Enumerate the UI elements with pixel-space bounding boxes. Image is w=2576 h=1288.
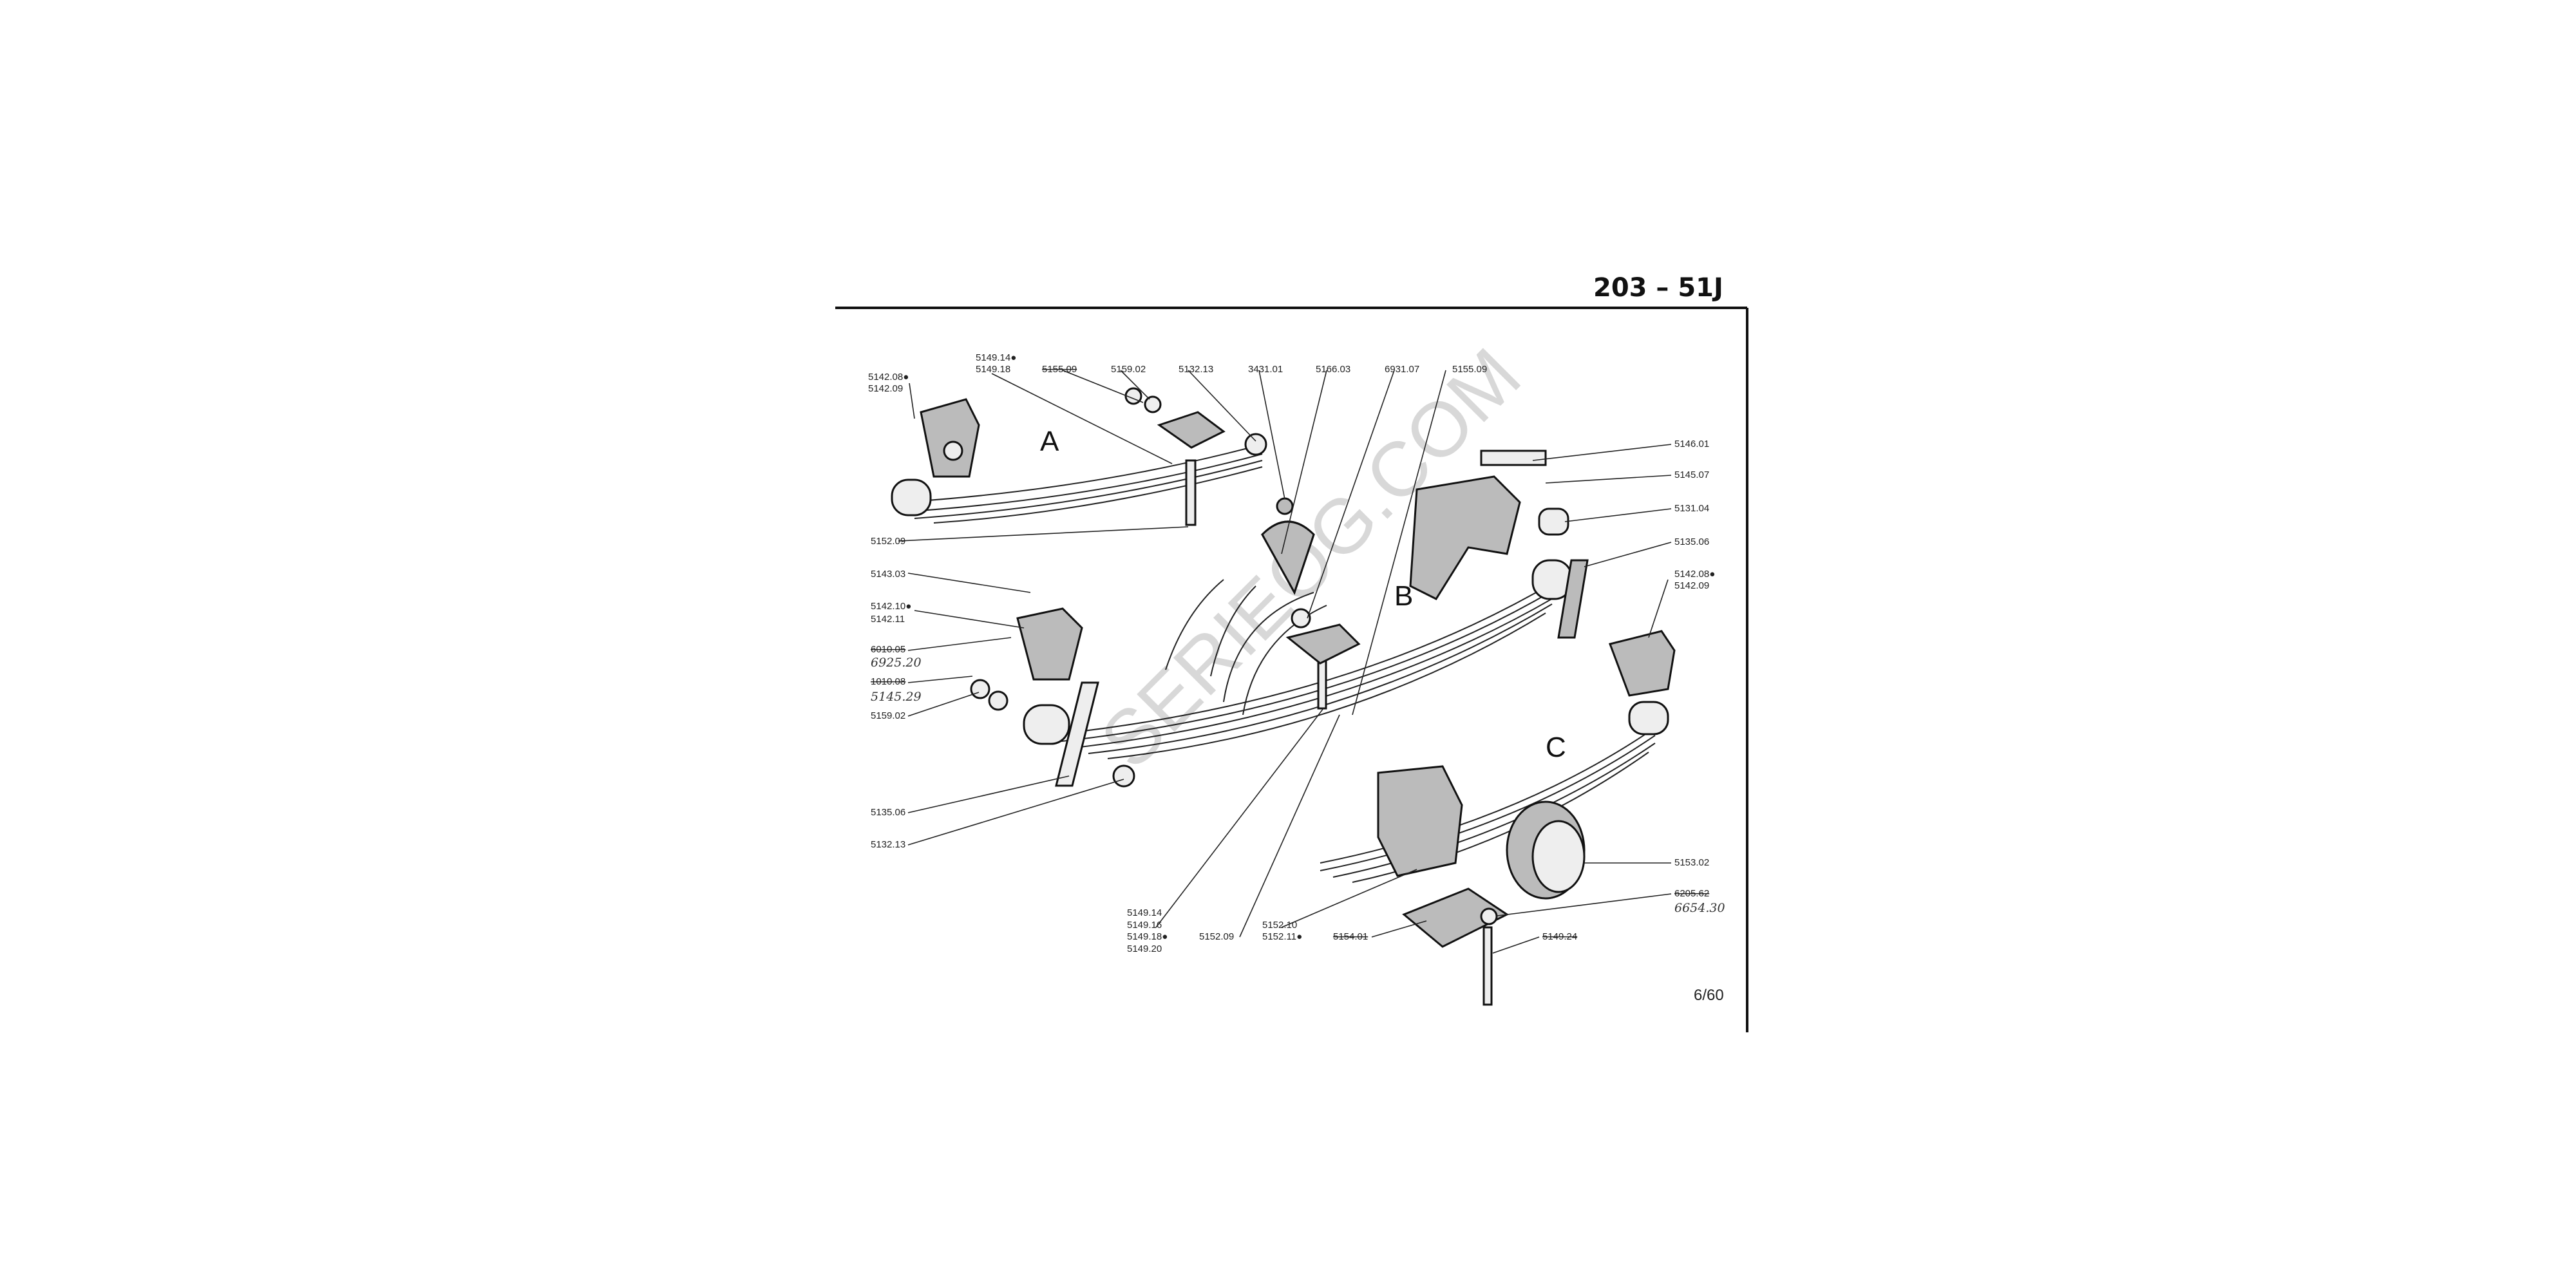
part-label: 5132.13 (871, 839, 905, 850)
part-label: 5166.03 (1316, 364, 1350, 375)
part-label: 5152.09 (1199, 931, 1234, 942)
part-label: 5142.11 (871, 614, 905, 625)
page-title: 203 – 51J (1593, 273, 1723, 303)
leaf-spring-c (1320, 630, 1676, 1006)
part-label-struck: 5155.09 (1042, 364, 1077, 375)
section-label-b: B (1394, 580, 1413, 612)
part-label-struck: 5149.24 (1542, 931, 1577, 942)
part-label: 5142.08● (868, 372, 909, 383)
handwritten-label: 6654.30 (1674, 901, 1725, 915)
leader-lines (898, 370, 1672, 954)
part-label: 5142.10● (871, 601, 911, 612)
handwritten-label: 5145.29 (871, 690, 922, 704)
handwritten-label: 6925.20 (871, 656, 922, 670)
part-label-struck: 5154.01 (1333, 931, 1368, 942)
leaf-spring-b (970, 450, 1589, 788)
labels-left: 5152.09 5143.03 5142.10● 5142.11 6010.05… (871, 536, 922, 850)
section-label-c: C (1546, 732, 1566, 763)
part-label: 5135.06 (871, 807, 905, 818)
part-label: 5135.06 (1674, 536, 1709, 547)
part-label: 5145.07 (1674, 469, 1709, 480)
labels-right: 5146.01 5145.07 5131.04 5135.06 5142.08●… (1674, 439, 1725, 915)
part-label: 5143.03 (871, 569, 905, 580)
part-label: 5152.11● (1262, 931, 1302, 942)
part-label: 5153.02 (1674, 857, 1709, 868)
part-label: 5149.14● (976, 352, 1016, 363)
part-label: 5131.04 (1674, 503, 1709, 514)
labels-top: 5142.08● 5142.09 5149.14● 5149.18 5155.0… (868, 352, 1487, 394)
part-label: 5149.16 (1127, 920, 1162, 931)
part-label: 5152.09 (871, 536, 905, 547)
part-label: 6931.07 (1385, 364, 1419, 375)
part-label: 5149.18 (976, 364, 1010, 375)
part-label: 5149.14 (1127, 907, 1162, 918)
section-label-a: A (1040, 426, 1059, 457)
part-label: 5132.13 (1179, 364, 1213, 375)
part-label: 5159.02 (871, 710, 905, 721)
part-label: 5152.10 (1262, 920, 1297, 931)
part-label-struck: 6205.62 (1674, 888, 1709, 899)
part-label: 5149.20 (1127, 943, 1162, 954)
page-number: 6/60 (1694, 987, 1724, 1004)
part-label: 5142.08● (1674, 569, 1715, 580)
part-label: 5142.09 (868, 383, 903, 394)
part-label: 5146.01 (1674, 439, 1709, 450)
part-label: 5159.02 (1111, 364, 1146, 375)
part-label: 5149.18● (1127, 931, 1168, 942)
labels-bottom: 5149.14 5149.16 5149.18● 5149.20 5152.09… (1127, 907, 1577, 954)
part-label: 5142.09 (1674, 580, 1709, 591)
part-label: 3431.01 (1248, 364, 1283, 375)
part-label: 5155.09 (1452, 364, 1487, 375)
part-label-struck: 6010.05 (871, 644, 905, 655)
part-label-struck: 1010.08 (871, 676, 905, 687)
